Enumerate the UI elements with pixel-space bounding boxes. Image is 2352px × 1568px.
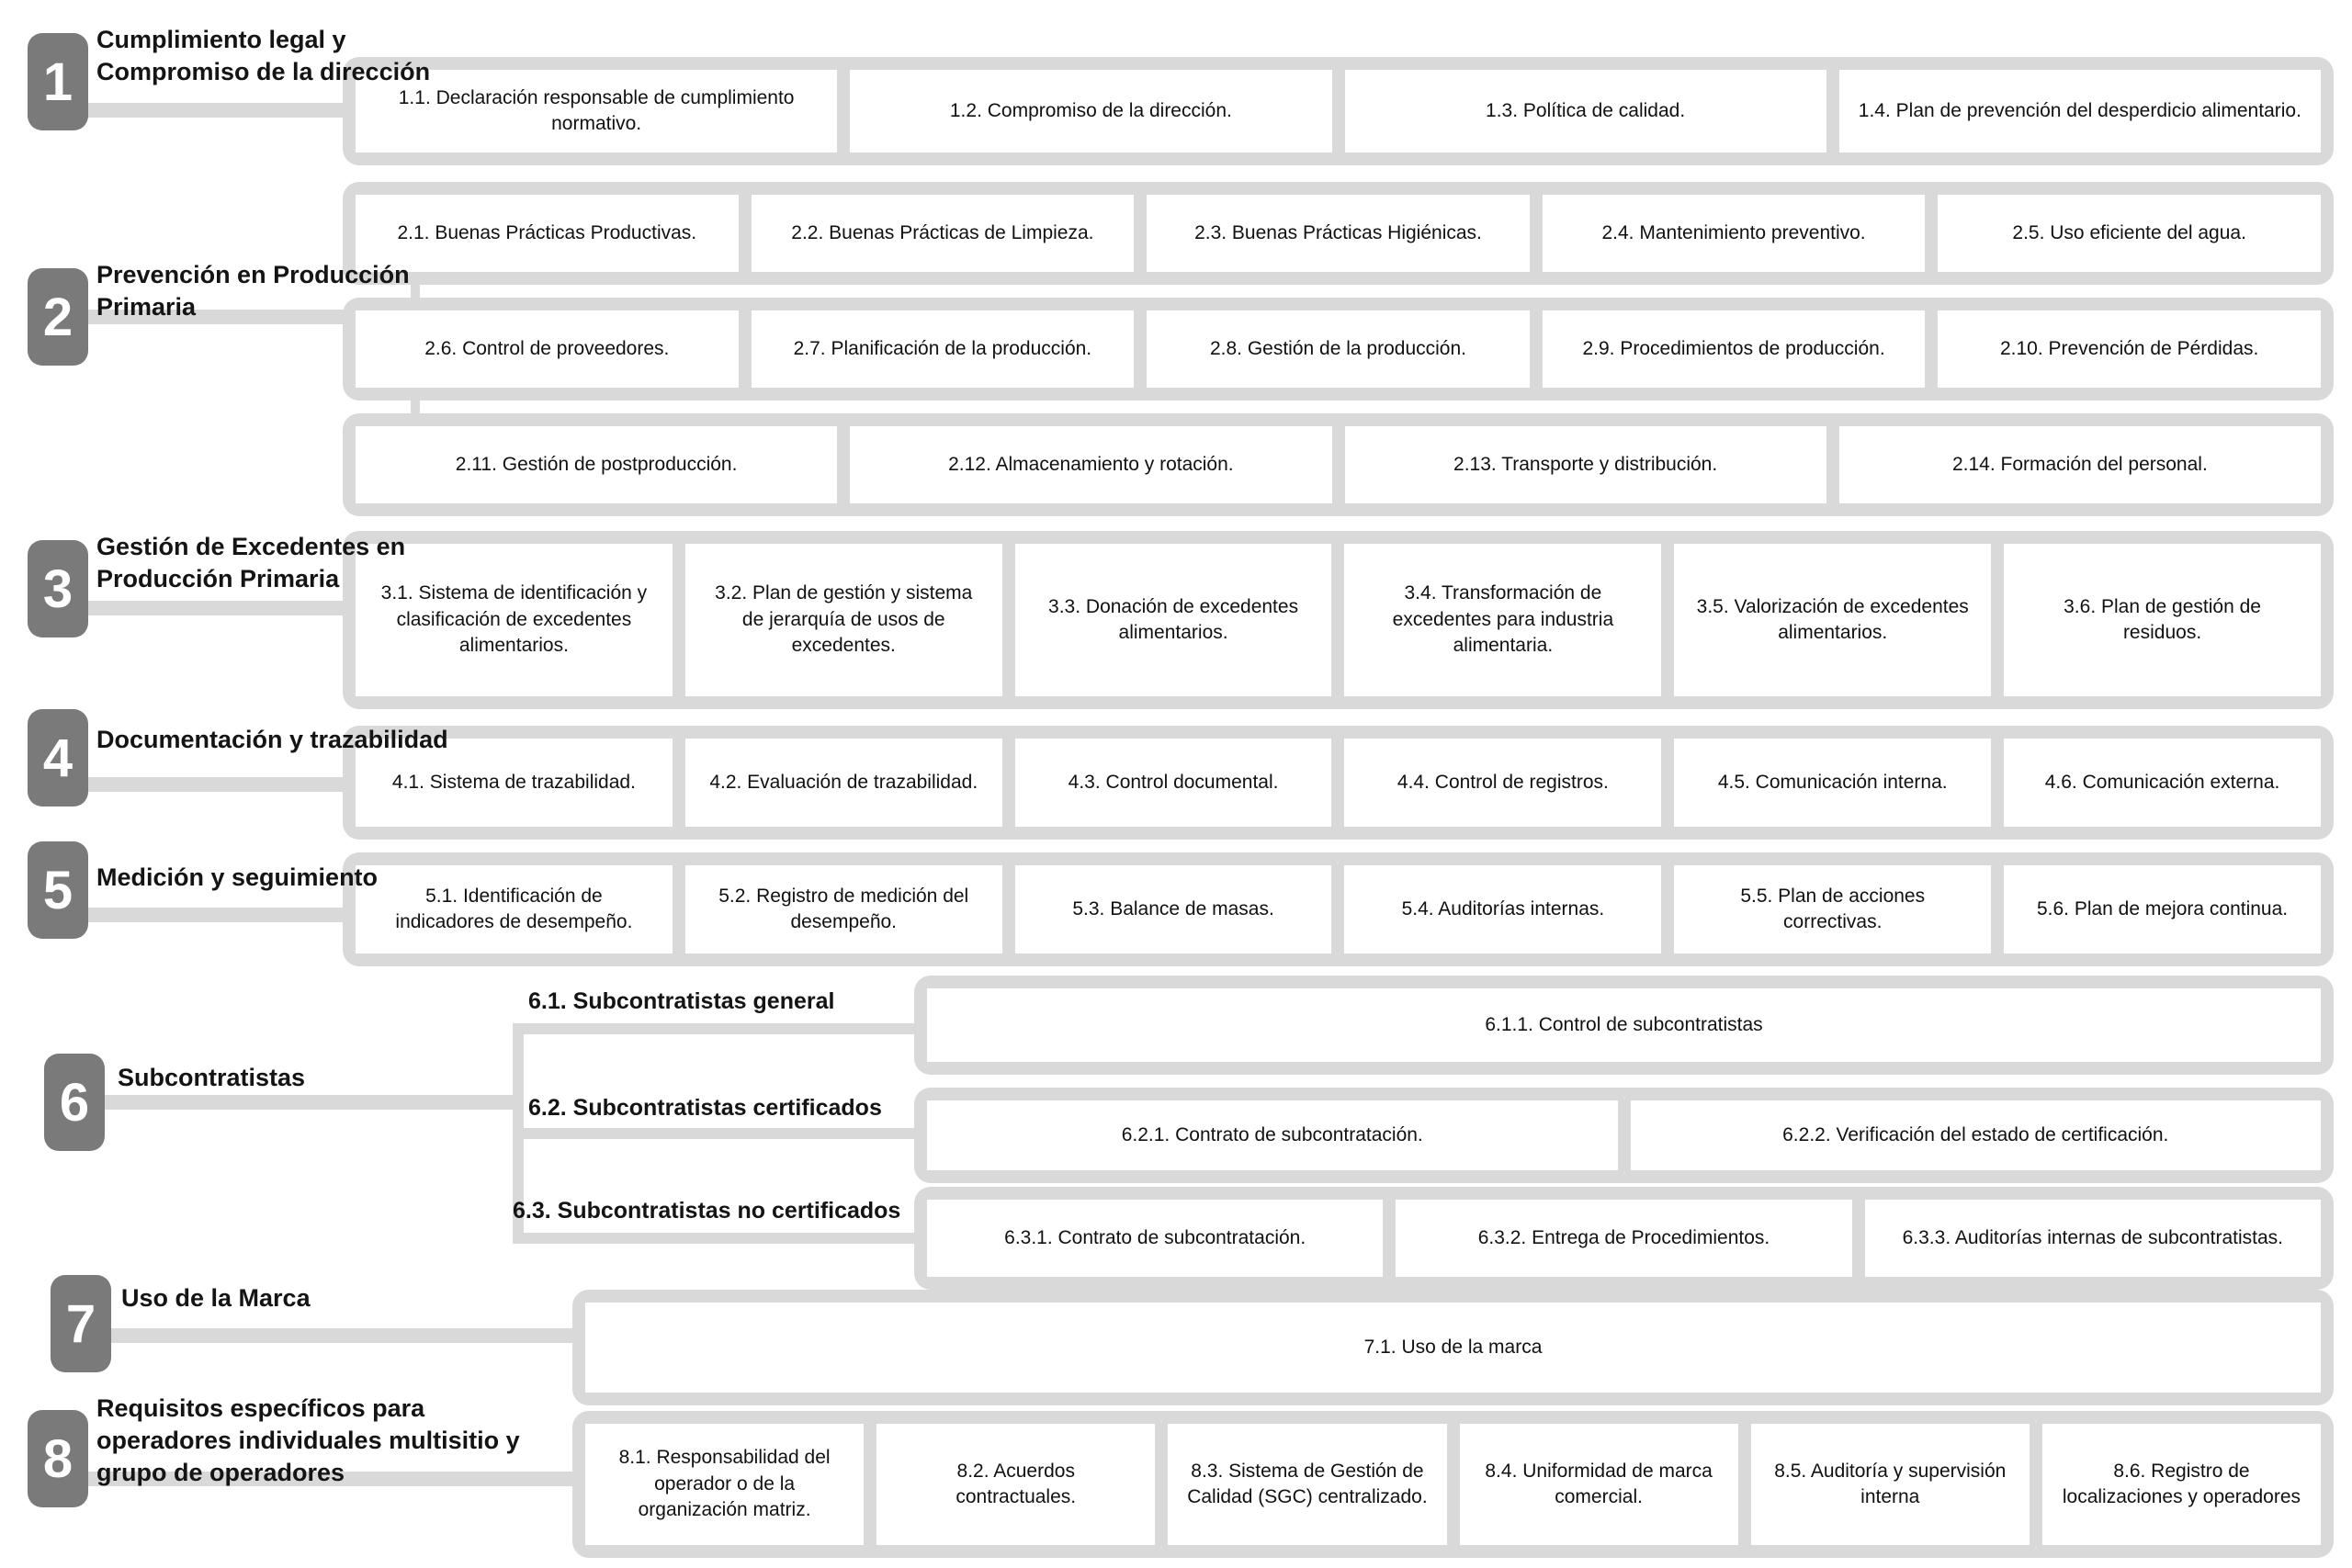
section-7-title: Uso de la Marca	[121, 1284, 311, 1312]
requirement-box: 2.10. Prevención de Pérdidas.	[1938, 310, 2321, 388]
requirement-box: 4.2. Evaluación de trazabilidad.	[684, 739, 1002, 827]
requirement-box: 3.3. Donación de excedentes alimentarios…	[1014, 544, 1332, 696]
subgroup-6-2-items-container: 6.2.1. Contrato de subcontratación.6.2.2…	[914, 1088, 2334, 1183]
section-6-connector-stub	[513, 1233, 917, 1244]
section-6-title: Subcontratistas	[118, 1064, 306, 1091]
requirement-box: 6.3.2. Entrega de Procedimientos.	[1396, 1200, 1852, 1277]
requirement-box: 2.11. Gestión de postproducción.	[356, 426, 838, 503]
requirement-box: 8.6. Registro de localizaciones y operad…	[2041, 1424, 2322, 1545]
requirement-box: 6.1.1. Control de subcontratistas	[927, 988, 2321, 1062]
requirement-box: 3.5. Valorización de excedentes alimenta…	[1674, 544, 1992, 696]
requirement-box: 8.4. Uniformidad de marca comercial.	[1459, 1424, 1738, 1545]
requirement-box: 1.1. Declaración responsable de cumplimi…	[356, 70, 838, 152]
subgroup-6-1-label: 6.1. Subcontratistas general	[528, 988, 835, 1014]
section-4-number-badge: 4	[28, 709, 88, 807]
section-2-number-badge: 2	[28, 268, 88, 366]
section-2-title: Prevención en Producción Primaria	[96, 261, 410, 321]
section-5-title: Medición y seguimiento	[96, 863, 379, 891]
requirement-box: 1.2. Compromiso de la dirección.	[850, 70, 1332, 152]
subgroup-6-3-items-container: 6.3.1. Contrato de subcontratación.6.3.2…	[914, 1187, 2334, 1290]
requirement-box: 2.13. Transporte y distribución.	[1344, 426, 1826, 503]
requirement-box: 4.6. Comunicación externa.	[2004, 739, 2321, 827]
requirement-box: 5.2. Registro de medición del desempeño.	[684, 865, 1002, 953]
requirement-box: 6.2.2. Verificación del estado de certif…	[1630, 1100, 2321, 1170]
requirement-box: 2.3. Buenas Prácticas Higiénicas.	[1147, 195, 1530, 272]
section-7-connector-line	[106, 1328, 620, 1343]
requirement-box: 3.6. Plan de gestión de residuos.	[2004, 544, 2321, 696]
subgroup-6-2-label: 6.2. Subcontratistas certificados	[528, 1095, 882, 1121]
requirement-box: 2.2. Buenas Prácticas de Limpieza.	[751, 195, 1135, 272]
section-5-connector-line	[83, 908, 395, 922]
section-3-connector-line	[83, 601, 395, 615]
requirement-box: 2.1. Buenas Prácticas Productivas.	[356, 195, 739, 272]
section-5-items-container: 5.1. Identificación de indicadores de de…	[343, 852, 2334, 966]
requirement-box: 2.8. Gestión de la producción.	[1147, 310, 1530, 388]
requirement-box: 6.3.1. Contrato de subcontratación.	[927, 1200, 1384, 1277]
section-1-items-container: 1.1. Declaración responsable de cumplimi…	[343, 57, 2334, 165]
section-6-connector-line	[99, 1095, 524, 1110]
requirement-box: 3.4. Transformación de excedentes para i…	[1344, 544, 1662, 696]
requirement-box: 4.5. Comunicación interna.	[1674, 739, 1992, 827]
requirement-box: 3.2. Plan de gestión y sistema de jerarq…	[684, 544, 1002, 696]
requirement-box: 5.1. Identificación de indicadores de de…	[356, 865, 673, 953]
section-4-items-container: 4.1. Sistema de trazabilidad.4.2. Evalua…	[343, 726, 2334, 840]
section-2-items-row-1: 2.1. Buenas Prácticas Productivas.2.2. B…	[343, 182, 2334, 285]
requirement-box: 1.3. Política de calidad.	[1344, 70, 1826, 152]
section-8-items-container: 8.1. Responsabilidad del operador o de l…	[572, 1411, 2334, 1558]
requirement-box: 4.1. Sistema de trazabilidad.	[356, 739, 673, 827]
requirement-box: 5.5. Plan de acciones correctivas.	[1674, 865, 1992, 953]
requirement-box: 8.2. Acuerdos contractuales.	[876, 1424, 1156, 1545]
section-7-number-badge: 7	[51, 1275, 111, 1372]
section-8-title: Requisitos específicos para operadores i…	[96, 1394, 520, 1487]
requirement-box: 6.2.1. Contrato de subcontratación.	[927, 1100, 1618, 1170]
subgroup-6-3-label: 6.3. Subcontratistas no certificados	[513, 1198, 901, 1224]
section-6-number-badge: 6	[44, 1054, 105, 1151]
section-2-connector-line	[83, 310, 423, 324]
section-3-items-container: 3.1. Sistema de identificación y clasifi…	[343, 531, 2334, 709]
requirement-box: 5.3. Balance de masas.	[1014, 865, 1332, 953]
requirement-box: 3.1. Sistema de identificación y clasifi…	[356, 544, 673, 696]
requirement-box: 5.4. Auditorías internas.	[1344, 865, 1662, 953]
section-6-connector-stub	[513, 1023, 917, 1034]
requirement-box: 2.12. Almacenamiento y rotación.	[850, 426, 1332, 503]
section-2-items-row-2: 2.6. Control de proveedores.2.7. Planifi…	[343, 298, 2334, 400]
requirement-box: 8.5. Auditoría y supervisión interna	[1750, 1424, 2030, 1545]
section-3-title: Gestión de Excedentes en Producción Prim…	[96, 533, 406, 593]
requirement-box: 2.14. Formación del personal.	[1838, 426, 2321, 503]
section-1-title: Cumplimiento legal y Compromiso de la di…	[96, 26, 431, 86]
requirement-box: 7.1. Uso de la marca	[585, 1303, 2321, 1393]
requirement-box: 2.4. Mantenimiento preventivo.	[1542, 195, 1926, 272]
subgroup-6-1-items-container: 6.1.1. Control de subcontratistas	[914, 976, 2334, 1075]
requirement-box: 2.7. Planificación de la producción.	[751, 310, 1135, 388]
requirement-box: 5.6. Plan de mejora continua.	[2004, 865, 2321, 953]
section-6-connector-stub	[513, 1128, 917, 1139]
section-8-connector-line	[83, 1472, 625, 1486]
section-7-items-container: 7.1. Uso de la marca	[572, 1290, 2334, 1405]
section-2-items-row-3: 2.11. Gestión de postproducción.2.12. Al…	[343, 413, 2334, 516]
requirement-box: 8.1. Responsabilidad del operador o de l…	[585, 1424, 865, 1545]
requirement-box: 1.4. Plan de prevención del desperdicio …	[1838, 70, 2321, 152]
requirement-box: 2.6. Control de proveedores.	[356, 310, 739, 388]
requirement-box: 4.3. Control documental.	[1014, 739, 1332, 827]
requirement-box: 2.9. Procedimientos de producción.	[1542, 310, 1926, 388]
section-5-number-badge: 5	[28, 841, 88, 939]
section-1-number-badge: 1	[28, 33, 88, 130]
section-8-number-badge: 8	[28, 1410, 88, 1507]
requirement-box: 6.3.3. Auditorías internas de subcontrat…	[1864, 1200, 2321, 1277]
section-4-title: Documentación y trazabilidad	[96, 726, 448, 753]
requirement-box: 8.3. Sistema de Gestión de Calidad (SGC)…	[1168, 1424, 1447, 1545]
requirement-box: 2.5. Uso eficiente del agua.	[1938, 195, 2321, 272]
section-4-connector-line	[83, 777, 395, 792]
requirement-box: 4.4. Control de registros.	[1344, 739, 1662, 827]
section-3-number-badge: 3	[28, 540, 88, 637]
